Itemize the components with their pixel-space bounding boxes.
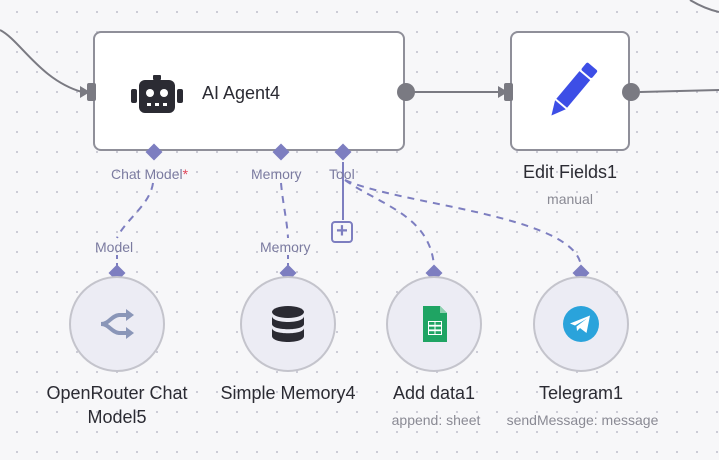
edit-fields-node[interactable] [510, 31, 630, 151]
arrow-head-in [80, 86, 90, 98]
agent-output-handle[interactable] [397, 83, 415, 101]
arrow-head-edit [498, 86, 508, 98]
openrouter-icon [100, 309, 134, 339]
tool-port-label: Tool [329, 166, 355, 182]
main-connection-out [639, 89, 719, 93]
openrouter-chat-node[interactable] [69, 276, 165, 372]
telegram-node[interactable] [533, 276, 629, 372]
memory-port-label: Memory [251, 166, 302, 182]
simple-memory-title: Simple Memory4 [220, 383, 356, 403]
required-marker: * [182, 166, 189, 182]
telegram-title: Telegram1 [538, 383, 624, 403]
edit-fields-input-port[interactable] [504, 83, 513, 101]
add-tool-button[interactable]: + [331, 221, 353, 243]
add-data-node[interactable] [386, 276, 482, 372]
robot-icon [131, 75, 183, 113]
google-sheets-icon [423, 306, 447, 342]
edit-fields-subtitle: manual [547, 191, 593, 207]
chat-model-port-label: Chat Model* [111, 166, 189, 182]
edit-fields-title: Edit Fields1 [522, 162, 618, 182]
add-data-subtitle: append: sheet [391, 412, 481, 428]
agent-input-port[interactable] [87, 83, 96, 101]
main-connection-top-right [689, 0, 719, 13]
telegram-icon [563, 306, 599, 342]
openrouter-title-line1: OpenRouter Chat [46, 383, 188, 403]
memory-input-port-label: Memory [260, 239, 311, 255]
openrouter-title-line2: Model5 [87, 407, 147, 427]
add-data-title: Add data1 [392, 383, 476, 403]
ai-agent-title: AI Agent4 [202, 83, 281, 103]
ai-agent-node[interactable]: AI Agent4 [93, 31, 405, 151]
wire-tool-sheets [344, 179, 435, 267]
wire-memory [280, 182, 289, 239]
model-port-label: Model [95, 239, 134, 255]
pencil-icon [551, 62, 598, 116]
simple-memory-node[interactable] [240, 276, 336, 372]
database-icon [272, 306, 304, 342]
main-connection-in [0, 29, 83, 93]
wire-chat-model [116, 182, 154, 239]
wire-tool-telegram [344, 179, 582, 267]
edit-fields-output-handle[interactable] [622, 83, 640, 101]
telegram-subtitle: sendMessage: message [506, 412, 659, 428]
